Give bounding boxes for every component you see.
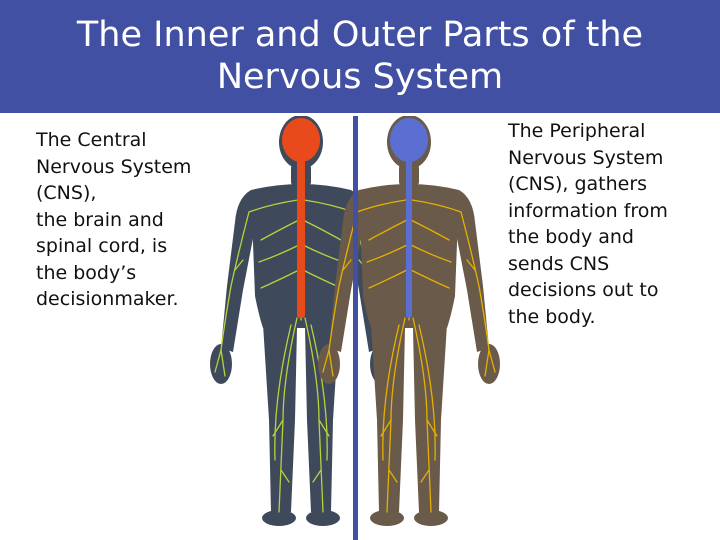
cns-line: the brain and <box>36 208 164 231</box>
pns-line: decisions out to <box>508 279 659 301</box>
pns-line: sends CNS <box>508 252 610 275</box>
pns-line: the body and <box>508 226 634 248</box>
nervous-system-figure <box>203 116 505 540</box>
cns-line: the body’s <box>36 261 137 284</box>
spinal-cord-highlight <box>297 160 305 318</box>
figure-divider <box>353 116 358 540</box>
pns-line: The Peripheral <box>508 120 646 142</box>
cns-line: spinal cord, is <box>36 235 168 257</box>
cns-line: Nervous System <box>36 155 192 178</box>
pns-description: The Peripheral Nervous System (CNS), gat… <box>508 118 668 330</box>
pns-line: (CNS), gathers <box>508 173 648 195</box>
right-spinal-cord <box>406 160 412 318</box>
cns-line: The Central <box>36 129 147 151</box>
title-bar: The Inner and Outer Parts of the Nervous… <box>0 0 720 113</box>
right-body <box>318 116 500 526</box>
cns-line: (CNS), <box>36 182 97 204</box>
slide-title-line-1: The Inner and Outer Parts of the <box>76 15 644 55</box>
two-body-nervous-system-illustration <box>210 116 500 540</box>
cns-description: The Central Nervous System (CNS), the br… <box>36 127 191 313</box>
pns-line: Nervous System <box>508 146 664 169</box>
right-brain <box>390 118 428 162</box>
pns-line: the body. <box>508 305 596 328</box>
brain-highlight <box>282 118 320 162</box>
slide-title-line-2: Nervous System <box>216 57 504 97</box>
cns-line: decisionmaker. <box>36 288 179 310</box>
pns-line: information from <box>508 199 668 222</box>
left-body <box>210 116 392 526</box>
